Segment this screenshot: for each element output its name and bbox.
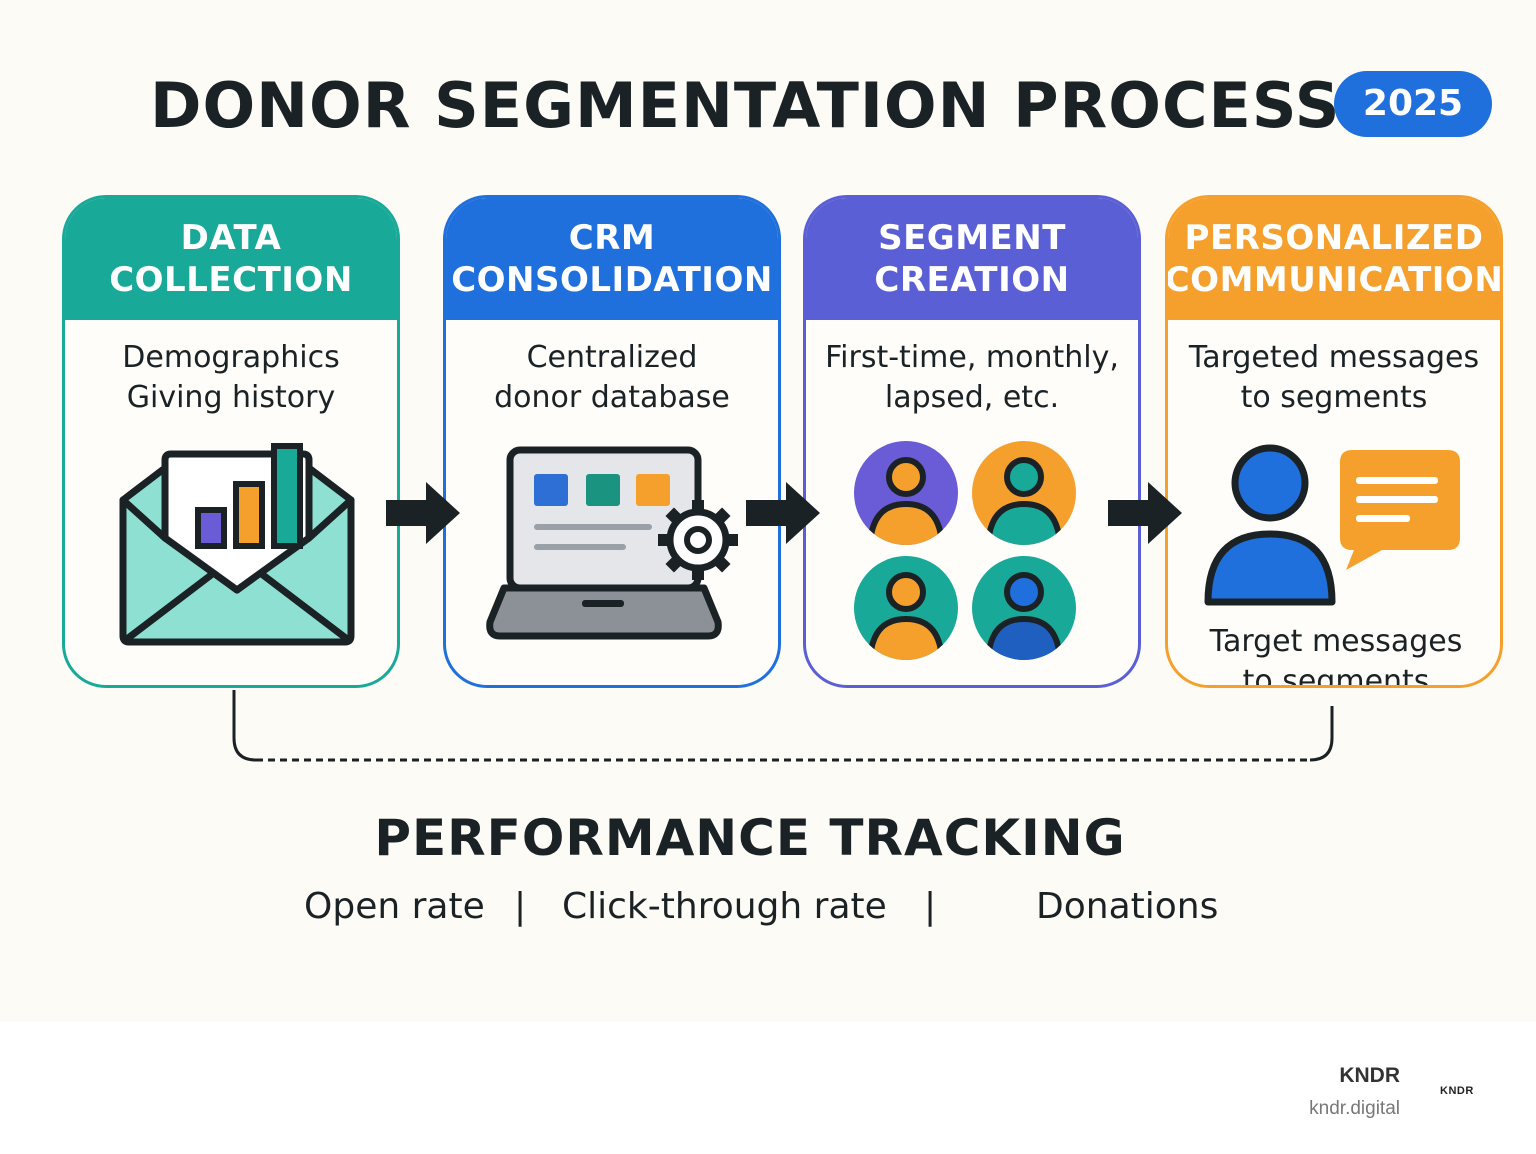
metric-click-through-rate: Click-through rate [562,886,887,927]
metric-donations: Donations [1036,886,1219,927]
step-card-segment-creation: SEGMENT CREATION First-time, monthly, la… [803,195,1141,688]
infographic-canvas: DONOR SEGMENTATION PROCESS 2025 DATA COL… [62,69,1503,927]
person-message-icon [1204,444,1460,606]
step-description: Demographics Giving history [65,338,397,418]
brand-url: kndr.digital [1309,1098,1400,1119]
step-title-line: CRM [568,218,656,258]
people-group-icon [854,441,1076,660]
step-desc-line: First-time, monthly, [825,340,1119,375]
step-header: DATA COLLECTION [65,198,397,320]
step-title-line: PERSONALIZED [1184,218,1484,258]
step-header: SEGMENT CREATION [806,198,1138,320]
step-title-line: COMMUNICATION [1165,260,1503,300]
arrow-right-icon [746,482,820,544]
step-desc-line: donor database [494,380,730,415]
envelope-chart-icon [119,443,355,646]
step-description: Centralized donor database [446,338,778,418]
step-title-line: CONSOLIDATION [451,260,773,300]
step-card-data-collection: DATA COLLECTION Demographics Giving hist… [62,195,400,688]
step-desc-line: to segments [1240,380,1428,415]
step-title-line: DATA [180,218,282,258]
step-description: First-time, monthly, lapsed, etc. [806,338,1138,418]
step-title-line: SEGMENT [878,218,1066,258]
feedback-loop-connector [232,690,1334,762]
performance-title: PERFORMANCE TRACKING [374,809,1126,867]
step-title-line: CREATION [874,260,1070,300]
step-desc-line: Demographics [122,340,340,375]
brand-logo-mark: KNDR [1440,1085,1474,1097]
step-footer-note: Target messages to segments [1186,622,1486,688]
arrow-right-icon [386,482,460,544]
step-desc-line: Targeted messages [1188,340,1480,375]
step-card-crm-consolidation: CRM CONSOLIDATION Centralized donor data… [443,195,781,688]
arrow-right-icon [1108,482,1182,544]
step-description: Targeted messages to segments [1168,338,1500,418]
step-card-personalized-communication: PERSONALIZED COMMUNICATION Targeted mess… [1165,195,1503,688]
step-desc-line: Giving history [126,380,336,415]
step-header: PERSONALIZED COMMUNICATION [1168,198,1500,320]
page-title: DONOR SEGMENTATION PROCESS [150,69,1341,142]
step-title-line: COLLECTION [109,260,353,300]
metric-separator: | [514,886,527,927]
metric-open-rate: Open rate [304,886,485,927]
brand-name: KNDR [1339,1064,1400,1087]
step-desc-line: lapsed, etc. [884,380,1060,415]
step-footer-line: Target messages [1209,624,1463,659]
metric-separator: | [924,886,937,927]
step-desc-line: Centralized [526,340,698,375]
year-badge: 2025 [1334,71,1492,137]
step-footer-line: to segments [1242,664,1430,688]
laptop-gear-icon [486,446,738,640]
step-header: CRM CONSOLIDATION [446,198,778,320]
